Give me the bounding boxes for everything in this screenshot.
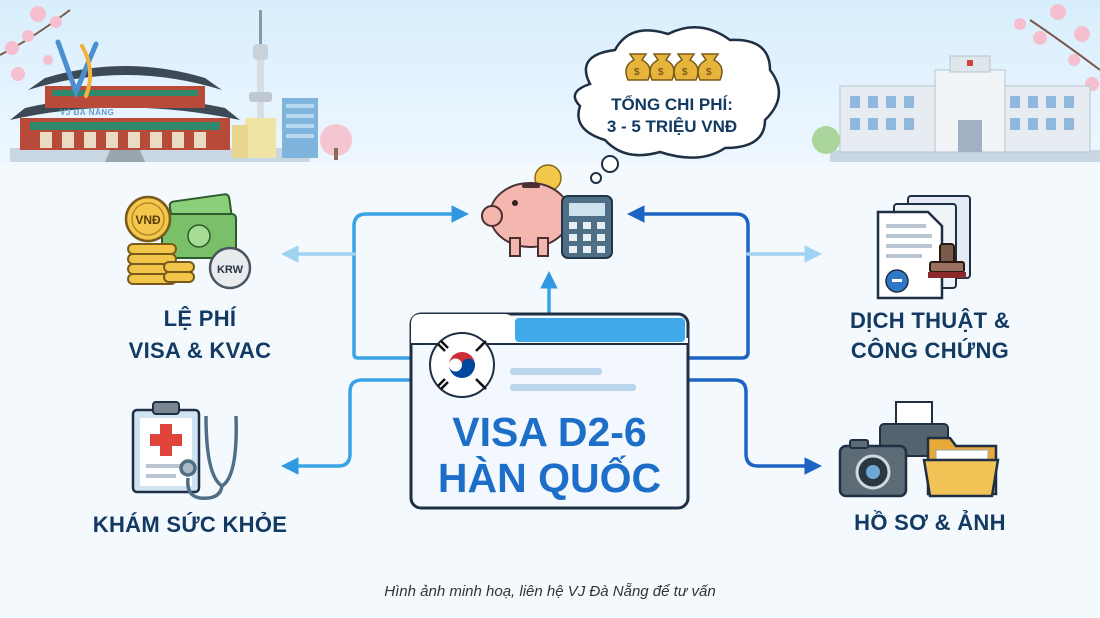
stethoscope-icon — [179, 415, 238, 500]
visa-title-line1: VISA D2-6 — [452, 409, 647, 455]
vnd-coin-label: VNĐ — [135, 213, 161, 227]
notarized-documents-icon — [876, 195, 971, 300]
flow-arrows — [281, 205, 822, 475]
calculator-icon — [561, 195, 613, 259]
visa-title-block: VISA D2-6 HÀN QUỐC — [411, 312, 688, 507]
total-cost-label: TỔNG CHI PHÍ: — [611, 95, 733, 114]
arrow-right-to-piggy — [627, 205, 750, 360]
arrow-left-to-piggy — [352, 205, 469, 360]
office-building-illustration — [282, 98, 352, 160]
cherry-blossom-right-icon — [1014, 4, 1100, 91]
health-check-label: KHÁM SỨC KHỎE — [92, 512, 288, 537]
svg-text:$: $ — [682, 67, 688, 78]
disclaimer-caption: Hình ảnh minh hoạ, liên hệ VJ Đà Nẵng để… — [384, 583, 716, 600]
rubber-stamp-icon — [928, 243, 966, 278]
svg-text:$: $ — [706, 67, 712, 78]
vj-logo-icon — [55, 39, 99, 99]
camera-icon — [838, 439, 908, 498]
total-cost-value: 3 - 5 TRIỆU VNĐ — [606, 117, 738, 136]
total-cost-text: TỔNG CHI PHÍ: 3 - 5 TRIỆU VNĐ — [572, 94, 772, 138]
visa-fee-label-line2: VISA & KVAC — [128, 338, 272, 363]
svg-text:$: $ — [634, 67, 640, 78]
money-bags-icon: $ $ $ $ — [625, 53, 723, 81]
arrow-to-health — [281, 378, 415, 475]
visa-fee-label-line1: LỆ PHÍ — [163, 306, 237, 331]
translation-label-line1: DỊCH THUẬT & — [849, 308, 1011, 333]
svg-text:$: $ — [658, 67, 664, 78]
gyeongbokgung-palace-illustration — [10, 66, 310, 162]
government-building-illustration — [812, 55, 1100, 162]
thought-cloud — [573, 26, 780, 184]
namsan-tower-illustration — [232, 10, 276, 158]
arrow-to-documents — [686, 378, 822, 475]
krw-coin-label: KRW — [217, 264, 244, 276]
folder-icon — [922, 436, 1000, 498]
translation-label-line2: CÔNG CHỨNG — [850, 338, 1010, 363]
brand-logo-text: VJ ĐÀ NẴNG — [60, 108, 115, 117]
cherry-blossom-left-icon — [0, 6, 71, 81]
coins-and-banknotes-icon: VNĐ KRW — [124, 193, 252, 290]
korea-flag-icon — [429, 332, 495, 398]
translation-label: DỊCH THUẬT & CÔNG CHỨNG — [810, 306, 1050, 366]
documents-photo-label: HỒ SƠ & ẢNH — [854, 510, 1006, 535]
visa-fee-label: LỆ PHÍ VISA & KVAC — [100, 303, 300, 367]
visa-title-line2: HÀN QUỐC — [437, 455, 662, 501]
